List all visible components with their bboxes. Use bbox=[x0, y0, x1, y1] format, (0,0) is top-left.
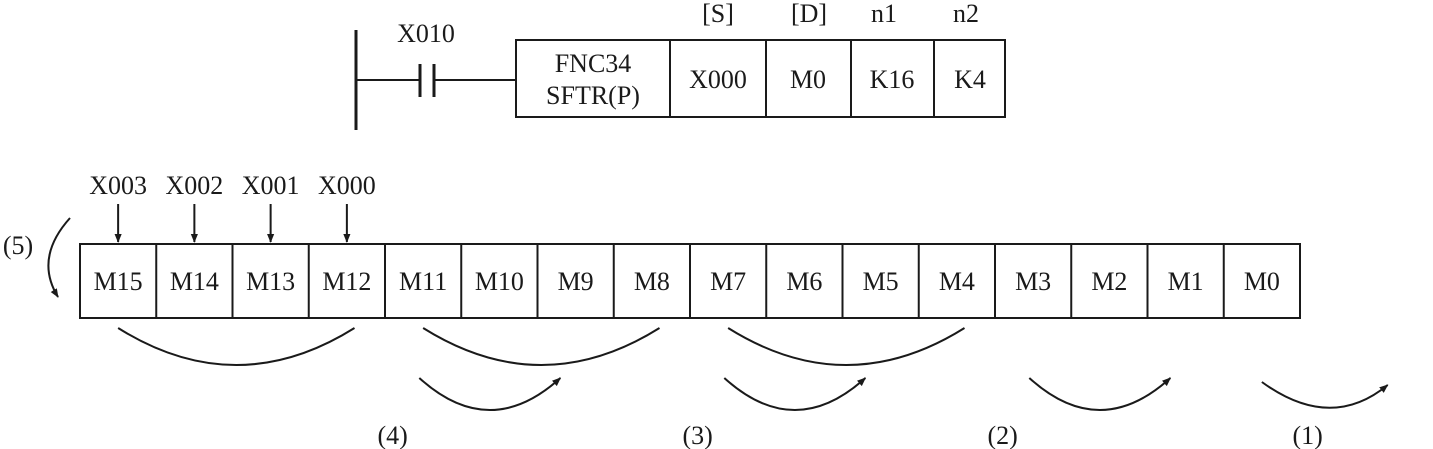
shift-arc-arrow bbox=[1261, 381, 1389, 409]
register-cell-m11: M11 bbox=[399, 267, 447, 296]
input-arrows: X003 X002 X001 X000 bbox=[89, 171, 376, 243]
operand-header-n2: n2 bbox=[953, 0, 979, 28]
shift-arc-source bbox=[422, 327, 661, 366]
register-cell-m8: M8 bbox=[634, 267, 670, 296]
shift-arc-arrow bbox=[723, 377, 867, 411]
input-label-x003: X003 bbox=[89, 171, 147, 200]
operand-header-destination: [D] bbox=[791, 0, 827, 28]
register-cell-m2: M2 bbox=[1091, 267, 1127, 296]
operand-value-n1: K16 bbox=[870, 65, 915, 94]
register-cell-m10: M10 bbox=[475, 267, 524, 296]
register-cell-m0: M0 bbox=[1244, 267, 1280, 296]
input-label-x000: X000 bbox=[318, 171, 376, 200]
register-cell-m6: M6 bbox=[786, 267, 822, 296]
operand-value-destination: M0 bbox=[790, 65, 826, 94]
operand-value-n2: K4 bbox=[954, 65, 986, 94]
contact-label: X010 bbox=[397, 19, 455, 48]
wrap-around-arrow: (5) bbox=[3, 217, 71, 298]
bit-register: M15 M14 M13 M12 M11 M10 M9 M8 M7 M6 M5 M4 M3 M2 M1 M0 bbox=[79, 243, 1301, 319]
shift-arc-source bbox=[117, 327, 356, 366]
register-cell-m3: M3 bbox=[1015, 267, 1051, 296]
input-label-x002: X002 bbox=[165, 171, 223, 200]
register-cell-m1: M1 bbox=[1168, 267, 1204, 296]
register-cell-m5: M5 bbox=[863, 267, 899, 296]
step-label: (3) bbox=[682, 421, 712, 449]
register-cell-m15: M15 bbox=[94, 267, 143, 296]
register-cell-m4: M4 bbox=[939, 267, 975, 296]
shift-arc-source bbox=[727, 327, 966, 366]
instruction-box: FNC34 SFTR(P) [S] [D] n1 n2 X000 M0 K16 … bbox=[515, 0, 1006, 118]
operand-value-source: X000 bbox=[689, 65, 747, 94]
shift-arc-arrow bbox=[418, 377, 562, 411]
operand-header-source: [S] bbox=[702, 0, 734, 28]
step-label: (2) bbox=[987, 421, 1017, 449]
ladder-rung: X010 bbox=[354, 19, 516, 130]
register-cell-m9: M9 bbox=[558, 267, 594, 296]
register-cell-m7: M7 bbox=[710, 267, 746, 296]
step-label: (1) bbox=[1292, 421, 1322, 449]
operand-header-n1: n1 bbox=[871, 0, 897, 28]
input-label-x001: X001 bbox=[242, 171, 300, 200]
step-label: (4) bbox=[377, 421, 407, 449]
register-cell-m12: M12 bbox=[322, 267, 371, 296]
wrap-label: (5) bbox=[3, 231, 33, 260]
shift-steps: (4) (3) (2) (1) bbox=[117, 327, 1389, 449]
register-cell-m14: M14 bbox=[170, 267, 219, 296]
register-cell-m13: M13 bbox=[246, 267, 295, 296]
shift-arc-arrow bbox=[1028, 377, 1172, 411]
instruction-mnemonic: SFTR(P) bbox=[546, 81, 640, 110]
instruction-code: FNC34 bbox=[555, 49, 632, 78]
